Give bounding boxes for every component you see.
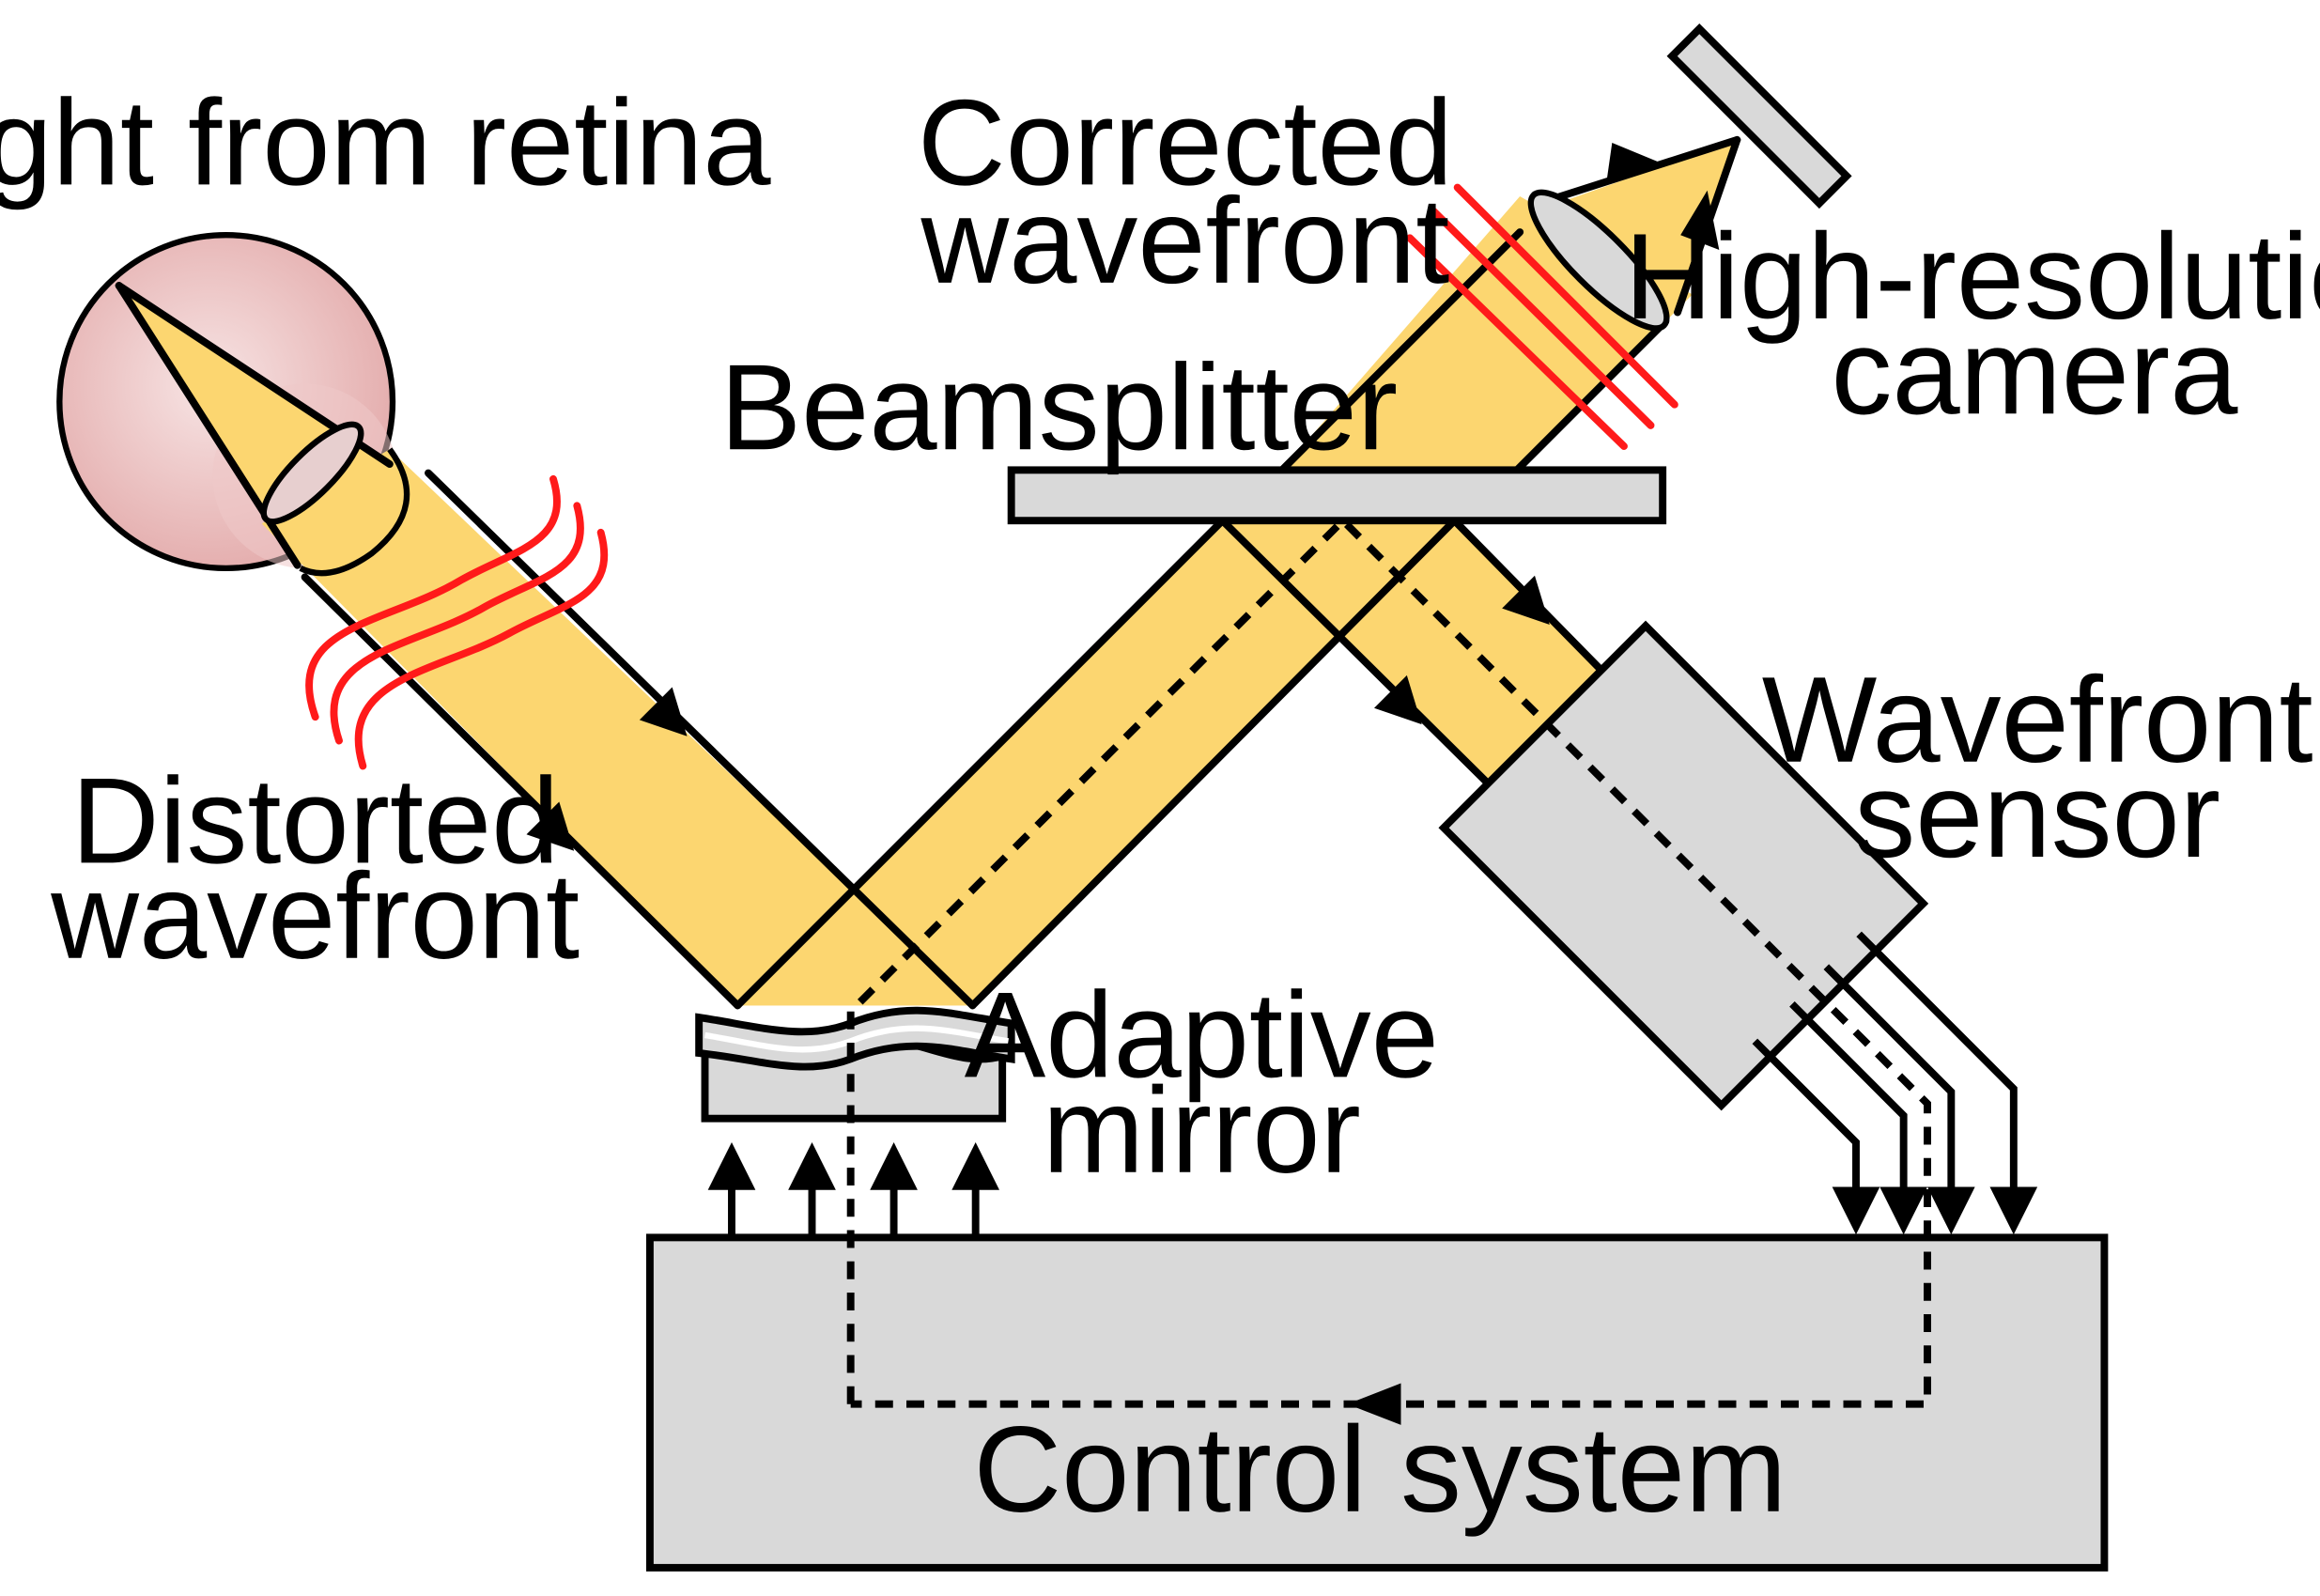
- corrected-wave-2: [1430, 207, 1655, 429]
- label-control-system: Control system: [973, 1401, 1786, 1538]
- label-camera-line1: High-resolution: [1624, 208, 2320, 345]
- signal-arrow-3: [1927, 1186, 1975, 1235]
- arrow-distorted-lower: [526, 801, 575, 851]
- arrow-sensor-lower: [1374, 674, 1422, 725]
- label-distorted-line1: Distorted: [71, 752, 560, 889]
- pupil-rim: [299, 447, 410, 577]
- label-camera-line2: camera: [1832, 302, 2239, 440]
- actuator-arrow-1: [707, 1142, 756, 1190]
- actuator-arrow-2: [788, 1142, 836, 1190]
- camera-sensor-plate: [1666, 23, 1852, 209]
- sensor-signal-arrows: [1832, 1186, 2038, 1235]
- signal-arrow-1: [1832, 1186, 1880, 1235]
- distorted-wave-1: [305, 474, 561, 721]
- corrected-beam-edge-right: [1509, 318, 1670, 477]
- label-adaptive-line1: Adaptive: [965, 966, 1439, 1103]
- distorted-beam-edge-upper: [425, 469, 977, 1010]
- signal-arrow-2: [1879, 1186, 1927, 1235]
- signal-line-2: [1789, 1000, 1908, 1202]
- return-beam-edge-right: [968, 517, 1459, 1010]
- feedback-path: [846, 515, 1931, 1408]
- distorted-wavefront-lines: [305, 474, 609, 770]
- actuator-arrows: [707, 1142, 999, 1190]
- sensor-signal-lines: [1752, 931, 2018, 1202]
- signal-line-1: [1752, 1038, 1860, 1202]
- return-beam-edge-left: [734, 517, 1227, 1010]
- feedback-arrow: [1347, 1383, 1401, 1425]
- distorted-wave-2: [330, 502, 584, 745]
- label-beamsplitter: Beamsplitter: [720, 338, 1399, 475]
- label-sensor-line1: Wavefront: [1762, 651, 2313, 788]
- label-adaptive-line2: mirror: [1043, 1061, 1361, 1199]
- beamsplitter: [1007, 466, 1667, 525]
- arrow-distorted-upper: [639, 687, 688, 736]
- feedback-loop: [846, 515, 1931, 1408]
- corrected-wavefront-lines: [1406, 183, 1678, 450]
- distorted-wave-3: [354, 528, 609, 770]
- label-corrected-line1: Corrected: [918, 73, 1453, 210]
- beam-direction-arrows: [526, 143, 1720, 851]
- camera-lens: [1527, 189, 1670, 332]
- signal-line-4: [1856, 931, 2018, 1202]
- arrow-camera-top: [1606, 143, 1663, 185]
- sensor-beam-edge-left: [1218, 517, 1515, 811]
- signal-line-3: [1823, 964, 1956, 1202]
- corrected-wave-3: [1453, 183, 1678, 409]
- label-sensor-line2: sensor: [1854, 746, 2220, 883]
- label-corrected-line2: wavefront: [920, 172, 1449, 309]
- actuator-arrow-3: [870, 1142, 918, 1190]
- camera-focus-cone: [1543, 139, 1738, 305]
- label-distorted-line2: wavefront: [50, 847, 580, 984]
- eye-lens: [260, 421, 364, 525]
- sensor-beam: [1222, 520, 1616, 807]
- label-light-from-retina: Light from retina: [0, 73, 771, 210]
- arrow-camera-bottom: [1680, 190, 1720, 251]
- mirror-surface-highlight: [704, 1025, 1009, 1053]
- eye-lens-group: [260, 421, 410, 577]
- corrected-wave-1: [1406, 234, 1628, 450]
- distorted-beam-edge-lower: [301, 573, 742, 1010]
- corrected-beam-edge-left: [1275, 228, 1524, 477]
- signal-arrow-4: [1989, 1186, 2038, 1235]
- mirror-to-splitter-beam: [737, 520, 1455, 1006]
- actuator-arrow-4: [951, 1142, 999, 1190]
- labels: Light from retina Corrected wavefront Hi…: [0, 73, 2320, 1537]
